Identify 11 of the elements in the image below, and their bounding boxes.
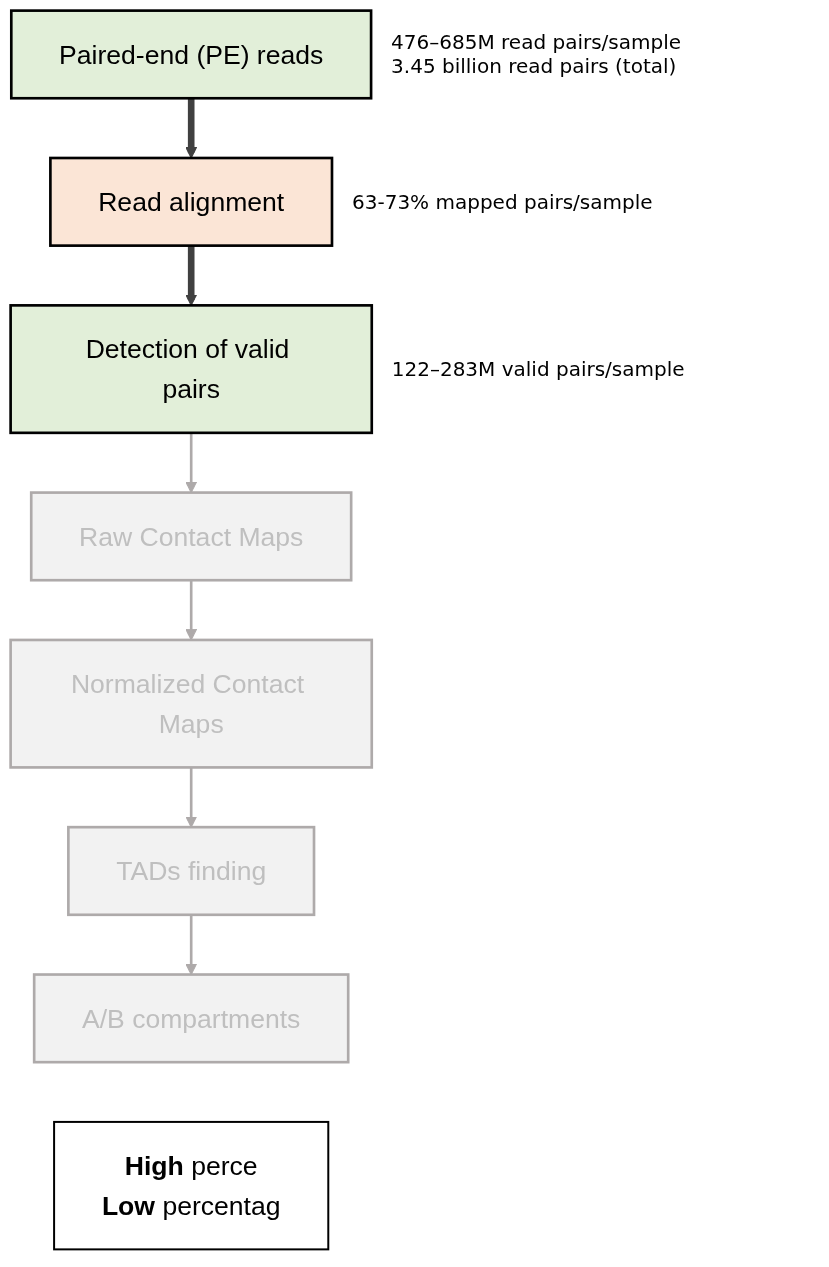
arrow bbox=[185, 98, 198, 159]
annotation-text: 63-73% mapped pairs/sample bbox=[352, 189, 653, 214]
node-box: Detection of valid pairs bbox=[9, 304, 374, 435]
node-box: Paired-end (PE) reads bbox=[9, 9, 373, 100]
annotation-text: 476–685M read pairs/sample bbox=[391, 30, 682, 55]
arrow bbox=[185, 245, 198, 306]
node-box: Read alignment bbox=[49, 156, 334, 247]
annotation-text: 3.45 billion read pairs (total) bbox=[391, 54, 678, 79]
annotation-text: 122–283M valid pairs/sample bbox=[391, 357, 685, 382]
arrow bbox=[185, 767, 198, 828]
node-box: High perce Low percentag bbox=[53, 1120, 330, 1251]
